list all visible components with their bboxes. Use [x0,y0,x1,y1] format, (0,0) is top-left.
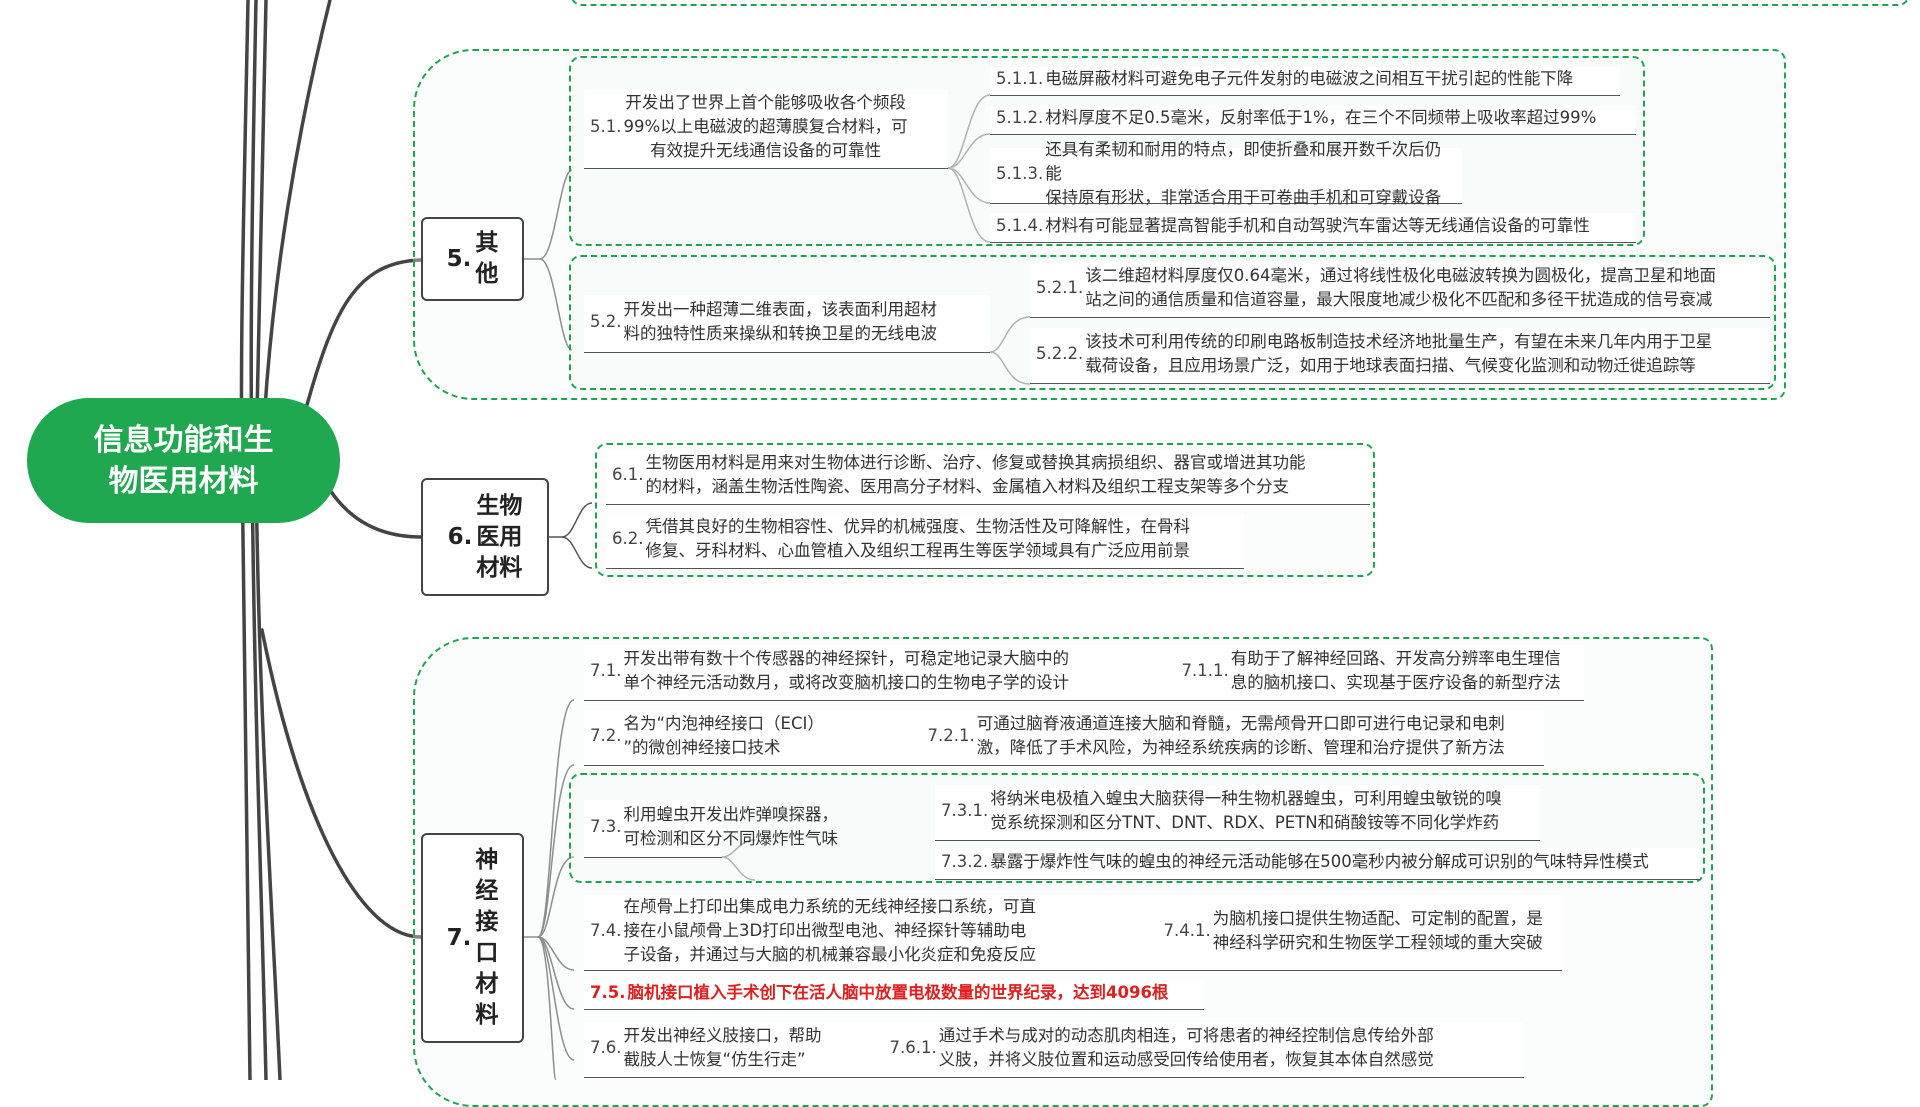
branch-number: 5. [446,246,472,272]
topic-5-1-3[interactable]: 5.1.3. 还具有柔韧和耐用的特点，即使折叠和展开数千次后仍能 保持原有形状，… [990,140,1462,207]
topic-7-2[interactable]: 7.2. 名为“内泡神经接口（ECI） ”的微创神经接口技术 7.2.1. 可通… [584,710,1544,766]
topic-5-1[interactable]: 5.1. 开发出了世界上首个能够吸收各个频段 99%以上电磁波的超薄膜复合材料，… [584,90,948,169]
topic-5-1-1[interactable]: 5.1.1. 电磁屏蔽材料可避免电子元件发射的电磁波之间相互干扰引起的性能下降 [990,67,1620,96]
root-node-label: 信息功能和生 物医用材料 [93,422,274,499]
topic-5-2-2[interactable]: 5.2.2. 该技术可利用传统的印刷电路板制造技术经济地批量生产，有望在未来几年… [1030,328,1770,384]
branch-label: 其 他 [475,230,499,287]
topic-5-1-4[interactable]: 5.1.4. 材料有可能显著提高智能手机和自动驾驶汽车雷达等无线通信设备的可靠性 [990,213,1636,243]
topic-5-1-2[interactable]: 5.1.2. 材料厚度不足0.5毫米，反射率低于1%，在三个不同频带上吸收率超过… [990,106,1636,135]
root-node[interactable]: 信息功能和生 物医用材料 [27,398,340,523]
branch-number: 6. [447,524,473,550]
branch-node-7[interactable]: 7. 神 经 接 口 材 料 [421,833,524,1043]
topic-7-1[interactable]: 7.1. 开发出带有数十个传感器的神经探针，可稳定地记录大脑中的 单个神经元活动… [584,645,1584,701]
topic-6-1[interactable]: 6.1. 生物医用材料是用来对生物体进行诊断、治疗、修复或替换其病损组织、器官或… [606,450,1370,505]
topic-5-2-1[interactable]: 5.2.1. 该二维超材料厚度仅0.64毫米，通过将线性极化电磁波转换为圆极化，… [1030,262,1770,318]
branch-label: 神 经 接 口 材 料 [475,847,499,1028]
topic-7-3[interactable]: 7.3. 利用蝗虫开发出炸弹嗅探器， 可检测和区分不同爆炸性气味 [584,800,838,858]
topic-7-3-2[interactable]: 7.3.2. 暴露于爆炸性气味的蝗虫的神经元活动能够在500毫秒内被分解成可识别… [935,848,1700,880]
mind-map-canvas: 信息功能和生 物医用材料 5. 其 他 6. 生物 医用 材料 7. 神 经 接… [27,0,1910,1107]
topic-7-4[interactable]: 7.4. 在颅骨上打印出集成电力系统的无线神经接口系统，可直 接在小鼠颅骨上3D… [584,895,1562,971]
topic-7-3-1[interactable]: 7.3.1. 将纳米电极植入蝗虫大脑获得一种生物机器蝗虫，可利用蝗虫敏锐的嗅 觉… [935,785,1540,841]
branch-node-5[interactable]: 5. 其 他 [421,217,524,301]
branch-node-6[interactable]: 6. 生物 医用 材料 [421,478,549,596]
topic-5-2[interactable]: 5.2. 开发出一种超薄二维表面，该表面利用超材 料的独特性质来操纵和转换卫星的… [584,295,990,353]
topic-7-5-highlight[interactable]: 7.5. 脑机接口植入手术创下在活人脑中放置电极数量的世界纪录，达到4096根 [584,980,1204,1010]
topic-6-2[interactable]: 6.2. 凭借其良好的生物相容性、优异的机械强度、生物活性及可降解性，在骨科 修… [606,513,1244,569]
branch-number: 7. [446,925,472,951]
boundary-previous-branch [570,0,1910,6]
branch-label: 生物 医用 材料 [476,492,523,581]
topic-7-6[interactable]: 7.6. 开发出神经义肢接口，帮助 截肢人士恢复“仿生行走” 7.6.1. 通过… [584,1022,1524,1078]
